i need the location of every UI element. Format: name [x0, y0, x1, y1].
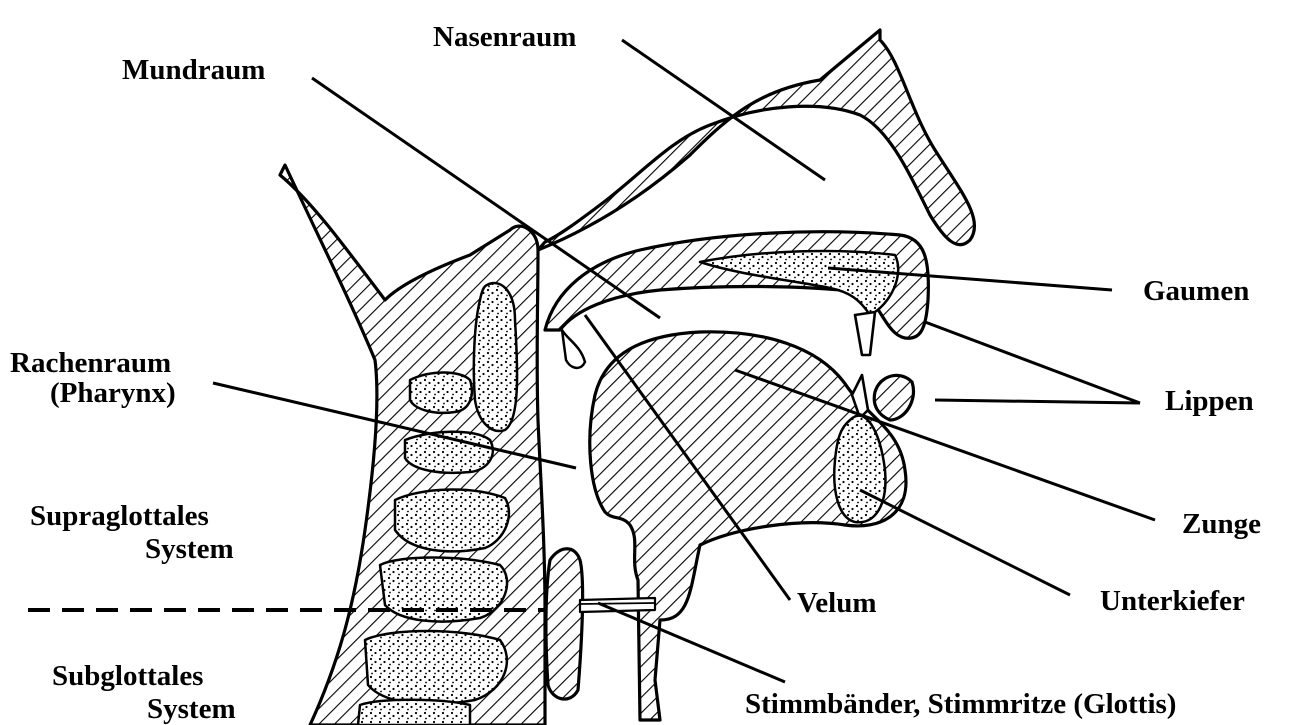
- nasal-roof: [538, 30, 975, 250]
- label-velum: Velum: [797, 587, 877, 619]
- lower-lip: [874, 375, 913, 420]
- velum-shape: [562, 330, 585, 368]
- pointer-stimmbaender: [598, 603, 785, 682]
- label-nasenraum: Nasenraum: [433, 21, 576, 53]
- label-gaumen: Gaumen: [1143, 275, 1249, 307]
- label-pharynx: (Pharynx): [50, 377, 176, 409]
- pointer-nasenraum: [622, 40, 825, 180]
- label-unterkiefer: Unterkiefer: [1100, 585, 1245, 617]
- vocal-fold-line: [580, 603, 655, 604]
- pointer-lippen-lower: [935, 400, 1140, 403]
- label-mundraum: Mundraum: [122, 54, 265, 86]
- pointer-unterkiefer: [860, 490, 1070, 595]
- vertebra: [358, 700, 470, 725]
- label-zunge: Zunge: [1182, 508, 1261, 540]
- label-supraglottales: Supraglottales: [30, 500, 209, 532]
- label-supraglottales-system: System: [145, 533, 234, 565]
- vertebra: [410, 373, 472, 413]
- label-subglottales: Subglottales: [52, 660, 203, 692]
- label-stimmbaender: Stimmbänder, Stimmritze (Glottis): [745, 688, 1176, 720]
- vertebra: [474, 283, 517, 431]
- label-rachenraum: Rachenraum: [10, 347, 171, 379]
- pointer-lines: [28, 40, 1155, 682]
- pointer-lippen-upper: [925, 322, 1140, 403]
- label-subglottales-system: System: [147, 693, 236, 725]
- vertebra: [365, 631, 507, 704]
- vertebra: [395, 490, 509, 552]
- epiglottis: [546, 549, 583, 699]
- label-lippen: Lippen: [1165, 385, 1254, 417]
- upper-incisor: [855, 312, 875, 355]
- anatomy: [280, 30, 975, 725]
